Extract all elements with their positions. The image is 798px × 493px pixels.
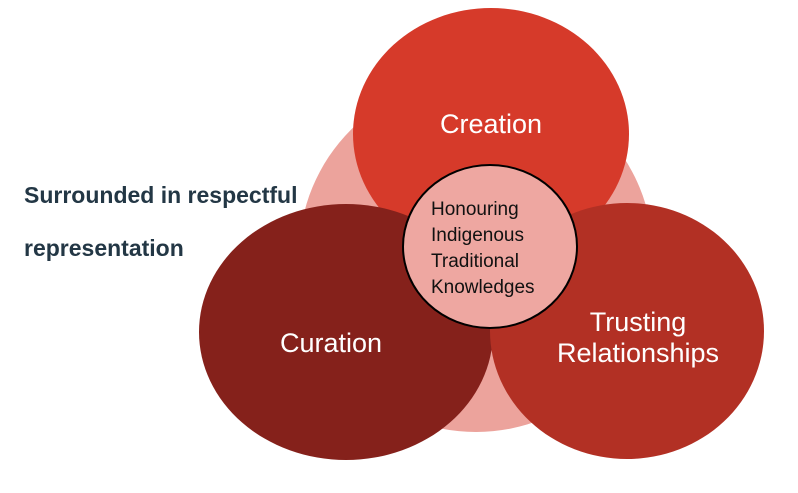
center-circle-text: Honouring Indigenous Traditional Knowled… — [431, 197, 535, 301]
center-circle: Honouring Indigenous Traditional Knowled… — [402, 164, 578, 329]
center-text-line-2: Indigenous — [431, 225, 524, 246]
curation-label: Curation — [279, 328, 383, 358]
trusting-label-line-1: Trusting — [589, 307, 687, 337]
trusting-label-line-2: Relationships — [556, 338, 720, 368]
trusting-circle: Trusting Relationships — [490, 203, 764, 459]
center-text-line-3: Traditional — [431, 251, 520, 272]
trusting-label: Trusting Relationships — [512, 307, 764, 369]
side-note-line-2: representation — [24, 235, 184, 261]
center-text-line-4: Knowledges — [431, 277, 535, 298]
side-note: Surrounded in respectful representation — [24, 183, 297, 260]
side-note-line-1: Surrounded in respectful — [24, 182, 298, 208]
creation-label: Creation — [439, 109, 543, 139]
center-text-line-1: Honouring — [431, 199, 519, 220]
